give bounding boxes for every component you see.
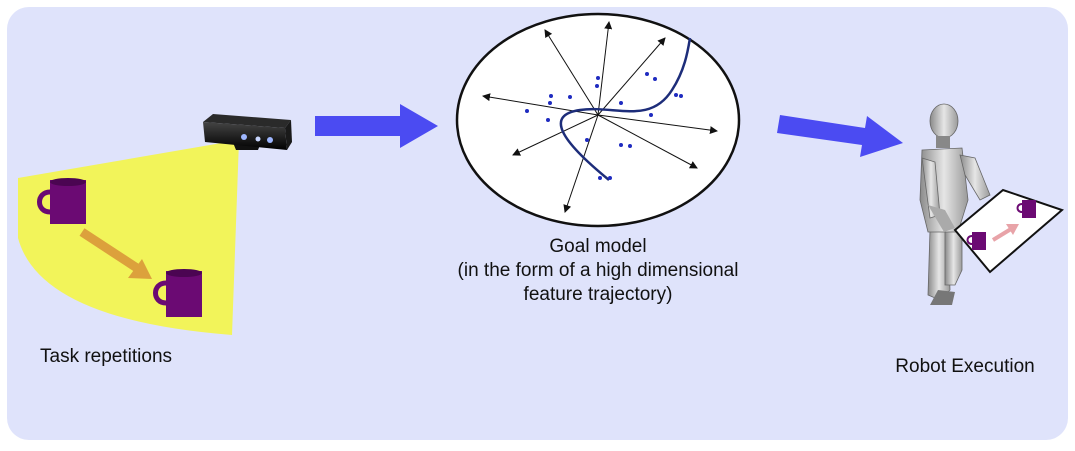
workspace-sheet [953, 188, 1064, 274]
mug-icon [153, 269, 202, 317]
goal-model-figure [455, 12, 741, 228]
task-repetitions-scene [18, 114, 292, 335]
feature-trajectory-curve [559, 37, 692, 181]
sample-points [525, 72, 683, 180]
mug-icon [1016, 200, 1036, 218]
feature-space-ellipse [455, 12, 741, 228]
right-arrow-icon [315, 104, 438, 148]
goal-model-caption-line3: feature trajectory) [523, 284, 673, 305]
feature-axes [482, 21, 718, 213]
mug-icon [37, 178, 86, 224]
sheet-motion-arrow [991, 224, 1019, 242]
background-panel [7, 7, 1068, 440]
goal-model-caption-line2: (in the form of a high dimensional [457, 260, 739, 281]
goal-model-caption: Goal model (in the form of a high dimens… [398, 235, 798, 307]
task-repetitions-caption: Task repetitions [40, 346, 173, 367]
mug-icon [966, 232, 986, 250]
robot-execution-caption: Robot Execution [895, 356, 1035, 377]
humanoid-robot-icon [919, 103, 991, 305]
mug-motion-arrow [79, 228, 152, 279]
depth-camera-icon [203, 114, 292, 150]
right-arrow-icon [777, 115, 903, 157]
goal-model-caption-line1: Goal model [549, 236, 647, 257]
